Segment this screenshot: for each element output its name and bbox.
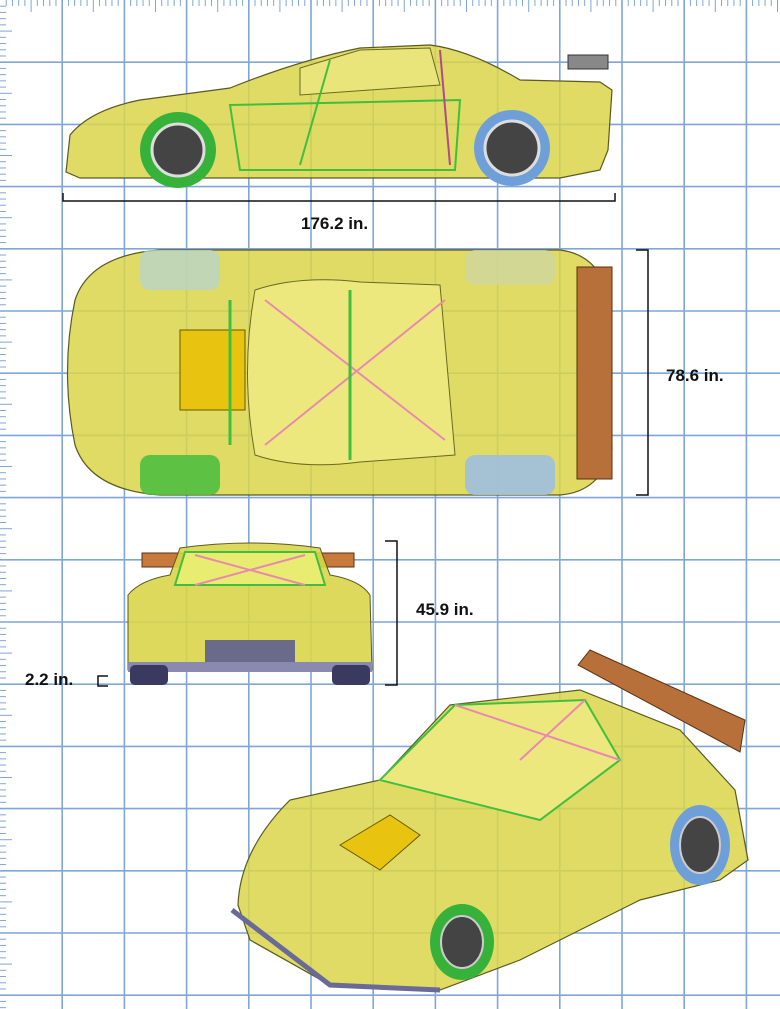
width-label: 78.6 in. [666, 366, 724, 385]
car-top-view [66, 249, 613, 496]
front-view-left-tire [130, 665, 168, 685]
car-side-view [65, 44, 613, 188]
length-label: 176.2 in. [301, 214, 369, 233]
width-dimension-line [636, 249, 649, 496]
car-front-view [127, 542, 373, 685]
perspective-wing [577, 649, 746, 753]
ground-clearance-label: 2.2 in. [25, 670, 74, 689]
side-wing [567, 54, 609, 70]
height-label: 45.9 in. [416, 600, 474, 619]
height-dimension-line [385, 540, 398, 686]
length-dimension-line [62, 193, 616, 202]
front-view-right-tire [332, 665, 370, 685]
car-perspective-view [230, 649, 749, 993]
clearance-dimension-bracket [97, 675, 108, 687]
top-wing [576, 266, 613, 480]
